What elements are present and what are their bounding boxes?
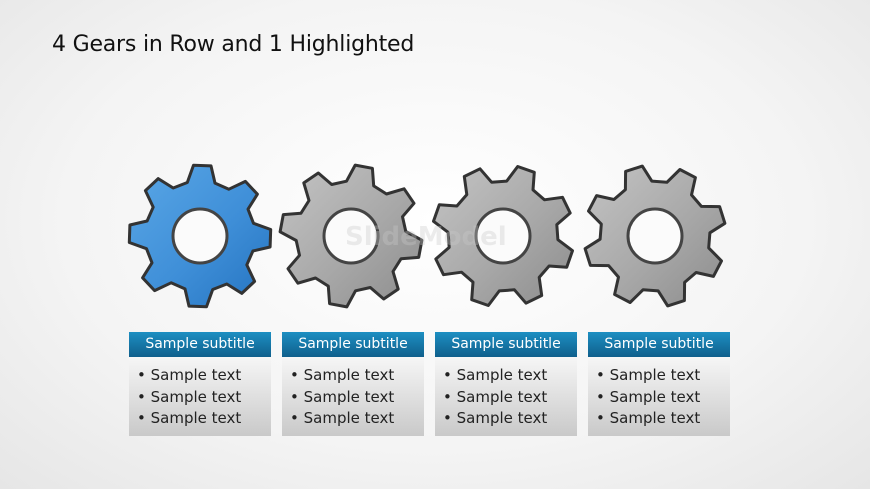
list-item: Sample text [596, 387, 730, 409]
list-item: Sample text [443, 408, 577, 430]
list-item: Sample text [596, 408, 730, 430]
list-item: Sample text [290, 387, 424, 409]
list-item: Sample text [290, 365, 424, 387]
card-subtitle: Sample subtitle [588, 332, 730, 357]
card-subtitle: Sample subtitle [282, 332, 424, 357]
gear-icon [278, 163, 424, 309]
watermark: SlideModel [345, 222, 507, 252]
highlighted-gear-icon [127, 163, 273, 309]
gear-icon [583, 164, 727, 308]
list-item: Sample text [596, 365, 730, 387]
card-subtitle: Sample subtitle [435, 332, 577, 357]
card-subtitle: Sample subtitle [129, 332, 271, 357]
gear-icon [432, 165, 574, 307]
slide-title: 4 Gears in Row and 1 Highlighted [52, 32, 415, 57]
list-item: Sample text [443, 387, 577, 409]
list-item: Sample text [137, 408, 271, 430]
list-item: Sample text [443, 365, 577, 387]
list-item: Sample text [290, 408, 424, 430]
list-item: Sample text [137, 365, 271, 387]
list-item: Sample text [137, 387, 271, 409]
